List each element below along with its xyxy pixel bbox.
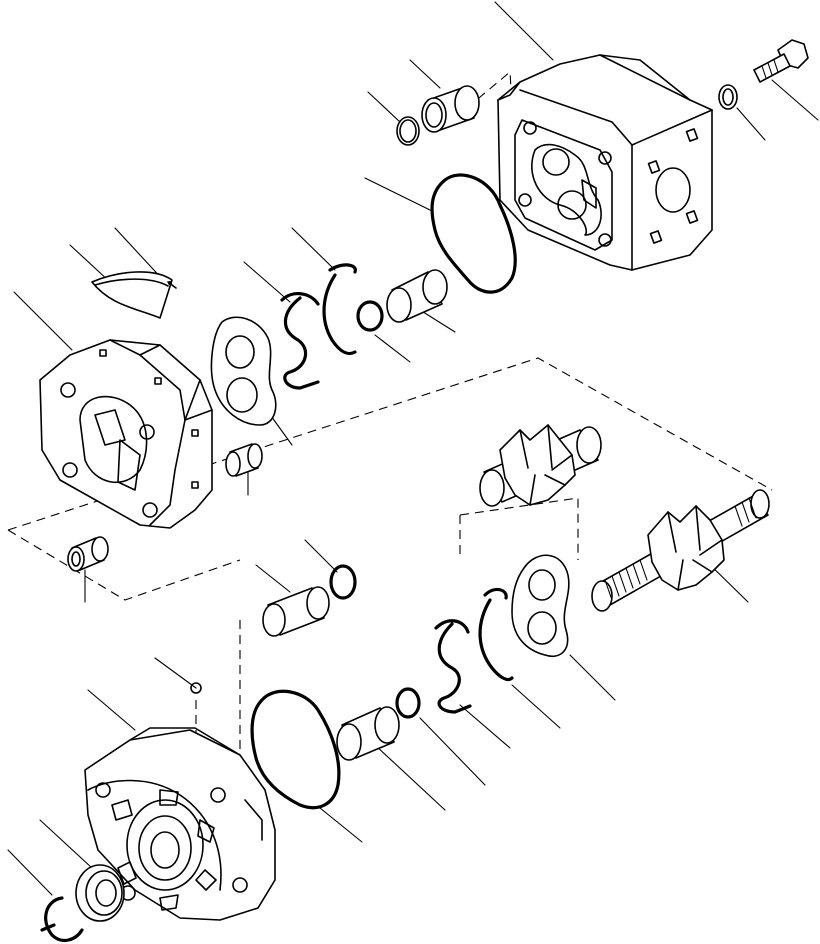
- bushing-upper: [386, 269, 448, 323]
- front-bushing: [262, 586, 330, 637]
- locating-sleeve: [67, 536, 109, 572]
- rear-bolt: [753, 39, 809, 83]
- wear-plate-lower: [511, 554, 570, 657]
- rear-o-ring: [396, 116, 420, 146]
- front-cover: [84, 727, 276, 921]
- wear-plate-upper: [210, 316, 277, 426]
- backup-seal-upper: [280, 292, 320, 390]
- key-plate: [91, 271, 173, 319]
- o-ring-lower: [395, 687, 421, 719]
- bushing-lower: [336, 706, 400, 761]
- dowel-sleeve: [225, 443, 263, 477]
- backup-seal-lower: [434, 619, 472, 714]
- dowel-pin: [167, 281, 177, 289]
- snap-ring: [40, 896, 84, 943]
- o-ring-upper: [356, 300, 384, 332]
- shaft-seal: [75, 864, 125, 922]
- seal-ring-lower: [478, 587, 514, 682]
- center-body: [39, 339, 213, 529]
- driven-gear: [479, 424, 602, 507]
- rear-gasket: [430, 173, 517, 294]
- rear-housing: [497, 54, 713, 271]
- front-o-ring: [329, 564, 357, 600]
- drive-gear-shaft: [591, 489, 770, 612]
- leader-lines: [7, 1, 819, 896]
- front-gasket: [250, 689, 341, 810]
- front-plug: [190, 682, 202, 694]
- bolt-washer: [718, 84, 738, 110]
- seal-ring-upper: [322, 263, 357, 356]
- rear-bushing: [421, 85, 480, 133]
